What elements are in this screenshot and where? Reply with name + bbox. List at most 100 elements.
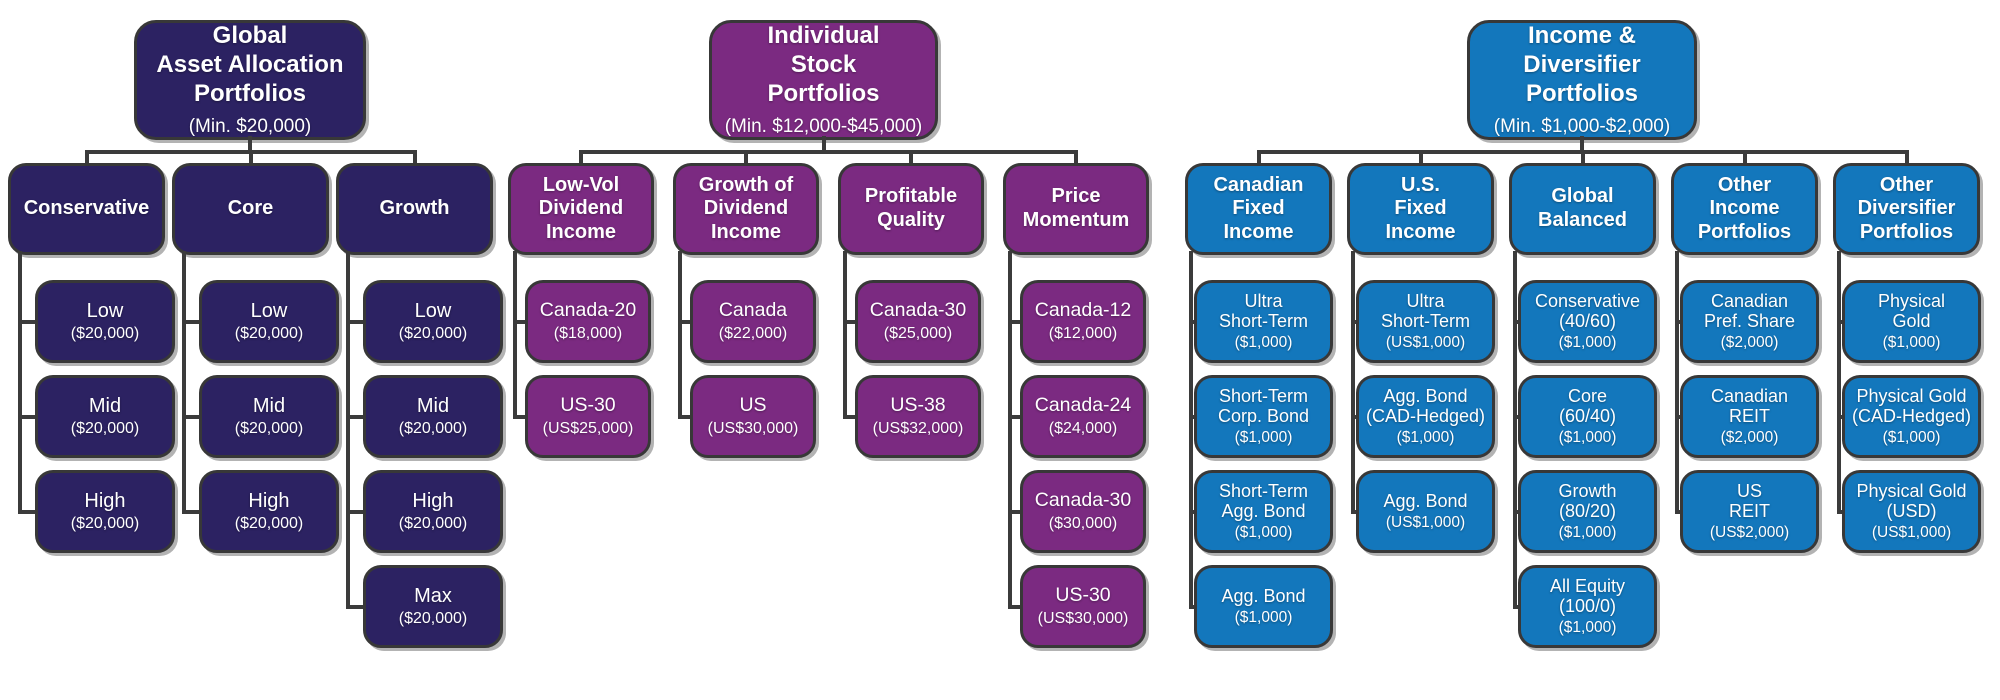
category-node: Other Diversifier Portfolios xyxy=(1833,163,1980,255)
portfolio-name: Canada-20 xyxy=(539,299,637,322)
root-title: Global Asset Allocation Portfolios xyxy=(156,22,344,107)
connector-leaf-stub xyxy=(1837,319,1844,324)
portfolio-min-amount: ($20,000) xyxy=(70,420,140,438)
category-label: Core xyxy=(227,197,274,220)
portfolio-node: Short-Term Agg. Bond($1,000) xyxy=(1194,470,1333,553)
connector-root-drop xyxy=(1580,136,1584,154)
connector-leaf-stub xyxy=(1351,414,1358,419)
connector-leaf-stub xyxy=(843,414,857,419)
portfolio-node: Low($20,000) xyxy=(35,280,175,363)
connector-leaf-stub xyxy=(1513,604,1520,609)
portfolio-name: US-38 xyxy=(890,394,946,417)
portfolio-min-amount: (US$25,000) xyxy=(542,419,634,437)
portfolio-min-amount: (US$1,000) xyxy=(1385,514,1466,532)
category-label: Growth of Dividend Income xyxy=(698,173,794,243)
portfolio-name: Short-Term Corp. Bond xyxy=(1217,385,1310,426)
portfolio-min-amount: ($18,000) xyxy=(553,324,623,342)
root-min-amount: (Min. $12,000-$45,000) xyxy=(724,115,923,137)
portfolio-node: All Equity (100/0) ($1,000) xyxy=(1518,565,1657,648)
category-label: U.S. Fixed Income xyxy=(1385,173,1456,243)
portfolio-name: Mid xyxy=(252,394,286,417)
portfolio-name: Conservative (40/60) xyxy=(1534,290,1641,331)
connector-leaf-stub xyxy=(1189,414,1196,419)
connector-leaf-stub xyxy=(1675,414,1682,419)
portfolio-node: Agg. Bond(US$1,000) xyxy=(1356,470,1495,553)
connector-trunk xyxy=(346,251,350,609)
portfolio-min-amount: ($1,000) xyxy=(1234,609,1293,627)
portfolio-min-amount: ($30,000) xyxy=(1048,514,1118,532)
portfolio-node: US-30(US$30,000) xyxy=(1020,565,1146,648)
connector-leaf-stub xyxy=(1513,414,1520,419)
portfolio-name: US-30 xyxy=(1055,584,1111,607)
portfolio-min-amount: ($12,000) xyxy=(1048,324,1118,342)
connector-leaf-stub xyxy=(1675,319,1682,324)
portfolio-name: High xyxy=(84,489,126,512)
tree-individual-stock-portfolios: Individual Stock Portfolios (Min. $12,000… xyxy=(508,0,1149,700)
connector-leaf-stub xyxy=(678,319,692,324)
portfolio-node: Mid($20,000) xyxy=(35,375,175,458)
portfolio-name: Max xyxy=(414,584,452,607)
category-label: Low-Vol Dividend Income xyxy=(538,173,624,243)
portfolio-name: Canadian REIT xyxy=(1710,385,1789,426)
portfolio-min-amount: ($20,000) xyxy=(234,325,304,343)
connector-header-drop xyxy=(1074,150,1078,165)
portfolio-min-amount: ($1,000) xyxy=(1558,619,1617,637)
portfolio-name: Ultra Short-Term xyxy=(1380,290,1470,331)
portfolio-node: High ($20,000) xyxy=(35,470,175,553)
connector-header-drop xyxy=(1742,150,1747,165)
connector-header-drop xyxy=(1580,150,1585,165)
connector-leaf-stub xyxy=(1513,509,1520,514)
portfolio-min-amount: ($20,000) xyxy=(398,610,468,628)
portfolio-node: Agg. Bond (CAD-Hedged)($1,000) xyxy=(1356,375,1495,458)
connector-header-drop xyxy=(1256,150,1261,165)
connector-root-drop xyxy=(248,136,252,154)
connector-trunk xyxy=(1189,251,1193,609)
portfolio-name: US REIT xyxy=(1728,480,1770,521)
portfolio-node: Physical Gold (USD)(US$1,000) xyxy=(1842,470,1981,553)
connector-leaf-stub xyxy=(843,319,857,324)
root-title: Income & Diversifier Portfolios xyxy=(1523,22,1641,107)
connector-leaf-stub xyxy=(182,414,201,419)
connector-leaf-stub xyxy=(1189,509,1196,514)
portfolio-name: Canada-24 xyxy=(1034,394,1132,417)
connector-trunk xyxy=(678,251,682,419)
portfolio-min-amount: ($22,000) xyxy=(718,324,788,342)
portfolio-min-amount: ($1,000) xyxy=(1234,429,1293,447)
portfolio-node: Canada-30($25,000) xyxy=(855,280,981,363)
root-node: Income & Diversifier Portfolios(Min. $1,… xyxy=(1467,20,1697,140)
portfolio-name: Canadian Pref. Share xyxy=(1703,290,1796,331)
portfolio-node: Ultra Short-Term(US$1,000) xyxy=(1356,280,1495,363)
portfolio-min-amount: ($2,000) xyxy=(1720,334,1779,352)
portfolio-min-amount: ($20,000) xyxy=(234,420,304,438)
portfolio-name: Canada-30 xyxy=(869,299,967,322)
portfolio-name: Core (60/40) xyxy=(1558,385,1617,426)
portfolio-node: US-30(US$25,000) xyxy=(525,375,651,458)
category-label: Canadian Fixed Income xyxy=(1213,173,1304,243)
portfolio-name: All Equity (100/0) xyxy=(1549,575,1626,616)
portfolio-min-amount: (US$2,000) xyxy=(1709,524,1790,542)
connector-header-drop xyxy=(1418,150,1423,165)
category-node: Conservative xyxy=(8,163,165,255)
connector-trunk xyxy=(1837,251,1841,514)
portfolio-min-amount: ($1,000) xyxy=(1396,429,1455,447)
connector-leaf-stub xyxy=(513,319,527,324)
portfolio-name: Agg. Bond xyxy=(1221,585,1306,606)
portfolio-node: Canadian Pref. Share ($2,000) xyxy=(1680,280,1819,363)
portfolio-name: Physical Gold (CAD-Hedged) xyxy=(1851,385,1972,426)
portfolio-min-amount: ($20,000) xyxy=(70,515,140,533)
portfolio-node: Physical Gold (CAD-Hedged)($1,000) xyxy=(1842,375,1981,458)
root-title: Individual Stock Portfolios xyxy=(767,22,880,107)
connector-leaf-stub xyxy=(1351,509,1358,514)
category-label: Profitable Quality xyxy=(864,185,958,231)
portfolio-min-amount: ($20,000) xyxy=(398,515,468,533)
category-node: Other Income Portfolios xyxy=(1671,163,1818,255)
connector-leaf-stub xyxy=(346,319,365,324)
portfolio-name: US xyxy=(739,394,767,417)
portfolio-name: Canada-12 xyxy=(1034,299,1132,322)
portfolio-name: Low xyxy=(86,299,124,322)
connector-header-drop xyxy=(579,150,583,165)
portfolio-node: US-38(US$32,000) xyxy=(855,375,981,458)
connector-leaf-stub xyxy=(346,509,365,514)
category-node: Core xyxy=(172,163,329,255)
category-node: Growth of Dividend Income xyxy=(673,163,819,255)
